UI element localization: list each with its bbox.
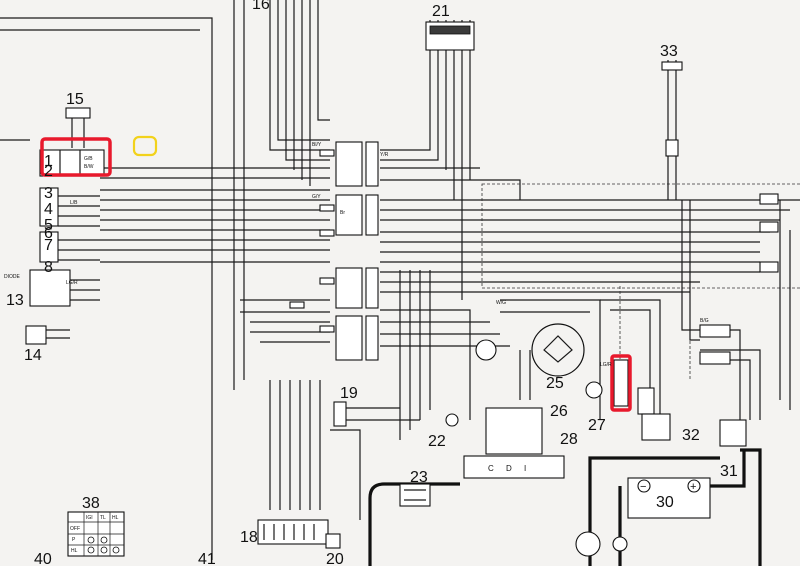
conn-num-4: 4 [44,201,53,218]
main-harness [100,167,800,420]
conn-num-1: 1 [44,153,53,170]
label-13: 13 [6,292,24,309]
battery-plus: + [690,481,696,493]
label-19: 19 [340,385,358,402]
label-33: 33 [660,43,678,60]
component-32: 32 [637,387,700,444]
label-31: 31 [720,463,738,480]
label-20: 20 [326,551,344,566]
component-30-battery: − + 30 [627,477,711,519]
table-row-hl: HL [71,548,78,554]
label-38: 38 [82,495,100,512]
wire-code: W/G [496,300,506,306]
label-23: 23 [410,469,428,486]
component-18: 18 [240,519,329,546]
label-14: 14 [24,347,42,364]
label-18: 18 [240,529,258,546]
table-header-igi: IGI [86,515,93,521]
label-32: 32 [682,427,700,444]
wire-code: LG/R [600,362,612,368]
label-27: 27 [588,417,606,434]
wire-code: Br [340,210,345,216]
wire-code: Y/R [380,152,389,158]
starter-motor [575,531,628,557]
label-25: 25 [546,375,564,392]
component-33: 33 [660,43,683,157]
component-19: 19 [333,385,420,427]
label-30: 30 [656,494,674,511]
wire-code: LG/R [66,280,78,286]
wire-code: B/G [700,318,709,324]
label-40: 40 [34,551,52,566]
connector-blocks [289,141,379,361]
table-row-off: OFF [70,526,80,532]
conn-num-7: 7 [44,237,53,254]
label-28: 28 [560,431,578,448]
label-15: 15 [66,91,84,108]
label-16: 16 [252,0,270,13]
component-20: 20 [325,533,344,566]
wire-code: Bl/Y [312,142,322,148]
highlight-red-connector [40,137,112,177]
connector-number-list: 1 2 3 4 5 6 7 8 [44,153,53,276]
left-switch-cluster [25,149,105,345]
highlight-red-sensor [610,354,632,412]
label-26: 26 [550,403,568,420]
component-cdi: C D I [463,407,565,479]
conn-num-6: 6 [44,225,53,242]
component-26: 26 [550,381,603,420]
cdi-label: C D I [488,464,531,473]
diode-label: DIODE [4,274,21,280]
component-21: 21 [425,3,475,51]
wire-code-labels: G/B B/W Bl/Y G/Y Br Y/R LG/R L/B W/G LG/… [66,142,709,368]
conn-num-3: 3 [44,185,53,202]
label-21: 21 [432,3,450,20]
component-15: 15 [65,91,91,148]
battery-minus: − [640,481,646,493]
wire-code: L/B [70,200,78,206]
label-41: 41 [198,551,216,566]
component-22: 22 [428,413,459,450]
component-23: 23 [399,469,431,507]
table-header-tl: TL [100,515,106,521]
table-row-p: P [72,537,76,543]
highlight-yellow-marker [132,135,158,157]
table-header-hl: HL [112,515,119,521]
right-harness [500,60,791,420]
component-27: 27 [588,359,629,434]
wire-code: G/Y [312,194,321,200]
wire-code: B/W [84,164,94,170]
component-31: 31 [719,419,747,480]
component-38-switch-table: 38 IGI TL HL OFF P HL [67,495,125,557]
component-25: 25 [475,323,585,392]
conn-num-5: 5 [44,217,53,234]
vertical-feeds [269,0,471,520]
battery-cables [368,448,762,566]
conn-num-2: 2 [44,163,53,180]
conn-num-8: 8 [44,259,53,276]
label-22: 22 [428,433,446,450]
wire-code: G/B [84,156,93,162]
